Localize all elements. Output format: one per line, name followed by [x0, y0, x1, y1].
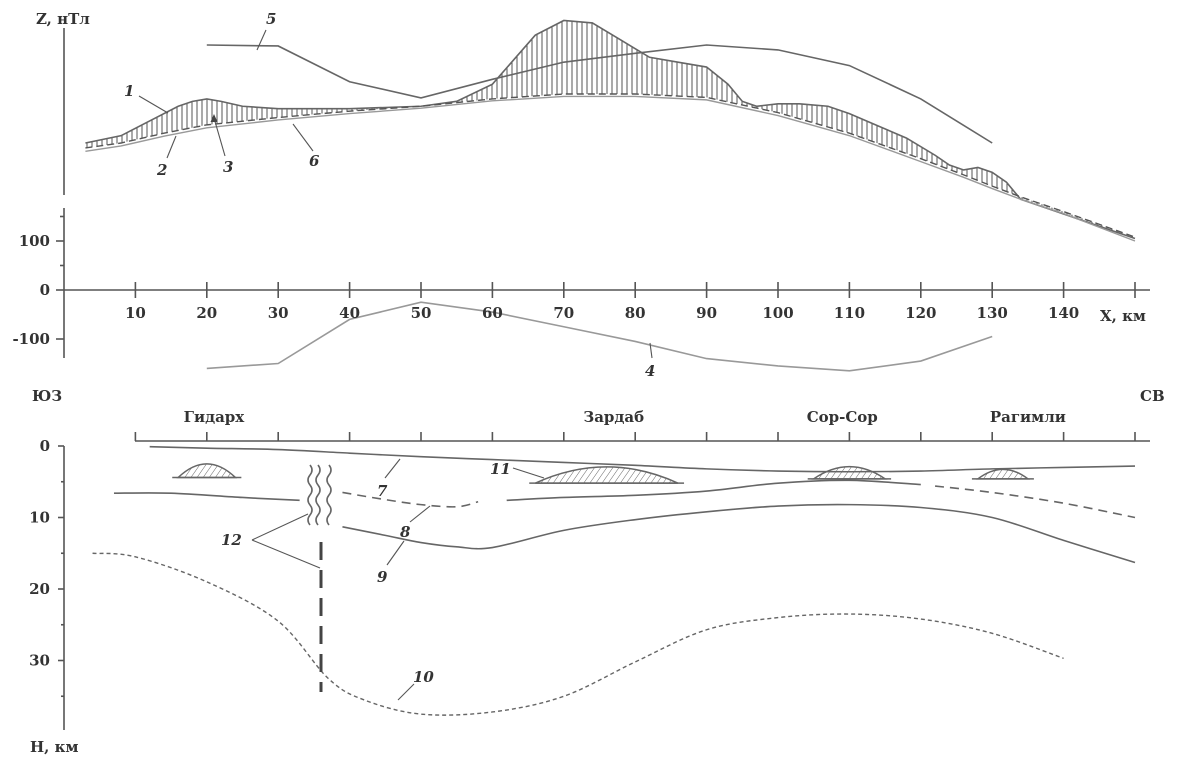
fault-zone	[307, 464, 332, 692]
anomaly-hatch-3	[85, 20, 1135, 239]
label-line-12: 12	[221, 531, 242, 549]
label-line-9: 9	[377, 568, 388, 586]
leader-9	[386, 540, 405, 566]
x-tick-label-70: 70	[553, 304, 574, 322]
place-name-3: Рагимли	[990, 408, 1066, 426]
depth-tick-label-10: 10	[29, 509, 50, 527]
leader-8	[409, 505, 431, 523]
leader-10	[397, 683, 415, 701]
label-line-6: 6	[309, 152, 320, 170]
depth-tick-label-0: 0	[40, 437, 50, 455]
x-tick-label-20: 20	[196, 304, 217, 322]
deposit-bodies	[172, 463, 1034, 484]
label-line-4: 4	[645, 362, 655, 380]
fault-zigzag-middle	[315, 464, 321, 526]
leader-3	[213, 117, 226, 157]
leader-7	[384, 458, 401, 479]
leader-12-lower	[251, 539, 321, 569]
series-line-1	[85, 19, 1136, 240]
depth-axis-ticks: 0 10 20 30	[29, 437, 64, 698]
series-line-6	[85, 95, 1136, 242]
deposit-body-0	[176, 463, 238, 479]
fault-zigzag-right	[326, 464, 332, 526]
top-axis-ticks: 10 20 30 40 50 60 70 80 90 100 110 120 130 140 100 0 -10…	[12, 215, 1136, 348]
x-tick-label-100: 100	[762, 304, 793, 322]
boundary-7	[149, 445, 1136, 473]
leader-5	[256, 29, 267, 51]
z-axis-label: Z, нТл	[36, 10, 90, 28]
boundary-10	[92, 552, 1064, 716]
direction-southwest: ЮЗ	[32, 387, 62, 405]
surface-ruler-ticks	[134, 432, 1136, 441]
boundary-8c	[934, 485, 1136, 519]
label-line-11: 11	[490, 460, 511, 478]
label-line-8: 8	[400, 523, 411, 541]
x-axis-label: X, км	[1100, 307, 1146, 325]
x-tick-label-40: 40	[339, 304, 360, 322]
depth-tick-label-30: 30	[29, 652, 50, 670]
place-names: Гидарх Зардаб Сор-Сор Рагимли	[184, 408, 1066, 426]
boundary-8b	[506, 479, 921, 502]
label-line-1: 1	[124, 82, 134, 100]
section-line-labels: 7 8 9 10 11 12	[221, 458, 545, 701]
x-tick-label-120: 120	[905, 304, 936, 322]
depth-tick-label-20: 20	[29, 580, 50, 598]
section-boundaries	[92, 445, 1136, 716]
z-tick-label-0: 0	[40, 281, 50, 299]
series-line-5	[206, 44, 993, 144]
direction-northeast: СВ	[1140, 387, 1165, 405]
leader-6	[292, 123, 314, 152]
deposit-body-2	[811, 465, 888, 480]
x-tick-label-60: 60	[482, 304, 503, 322]
label-line-10: 10	[413, 668, 434, 686]
label-line-3: 3	[223, 158, 233, 176]
leader-12-upper	[251, 513, 309, 541]
x-tick-label-10: 10	[125, 304, 146, 322]
x-tick-label-130: 130	[977, 304, 1008, 322]
series-line-4	[206, 301, 993, 372]
x-tick-label-80: 80	[625, 304, 646, 322]
x-tick-label-110: 110	[834, 304, 865, 322]
label-line-5: 5	[266, 10, 276, 28]
boundary-9	[342, 503, 1136, 564]
place-name-2: Сор-Сор	[807, 408, 878, 426]
leader-2	[166, 135, 177, 159]
leader-1	[138, 95, 169, 114]
deposit-body-3	[975, 468, 1031, 480]
top-line-labels: 1 2 3 5 6 4	[124, 10, 655, 380]
x-tick-label-30: 30	[268, 304, 289, 322]
top-curves	[85, 19, 1136, 372]
label-line-7: 7	[377, 482, 388, 500]
deposit-body-1	[534, 466, 679, 484]
x-tick-label-90: 90	[696, 304, 717, 322]
top-panel-magnetic-profile: 10 20 30 40 50 60 70 80 90 100 110 120 130 140 100 0 -10…	[12, 10, 1150, 380]
bottom-panel-depth-section: ЮЗ СВ Гидарх Зардаб Сор-Сор Рагимли 0 10 20 30…	[29, 387, 1165, 756]
z-tick-label--100: -100	[12, 330, 50, 348]
fault-zigzag-left	[307, 464, 313, 526]
depth-axis-label: H, км	[30, 738, 78, 756]
boundary-8	[342, 491, 479, 508]
series-line-2	[85, 93, 1136, 238]
leader-11	[512, 467, 545, 479]
boundary-8a	[113, 492, 300, 502]
label-line-2: 2	[156, 161, 167, 179]
leader-4	[649, 342, 653, 359]
z-tick-label-100: 100	[19, 232, 50, 250]
place-name-1: Зардаб	[583, 408, 644, 426]
leader-3-arrowhead	[210, 114, 218, 122]
x-tick-label-50: 50	[411, 304, 432, 322]
place-name-0: Гидарх	[184, 408, 246, 426]
x-tick-label-140: 140	[1048, 304, 1079, 322]
